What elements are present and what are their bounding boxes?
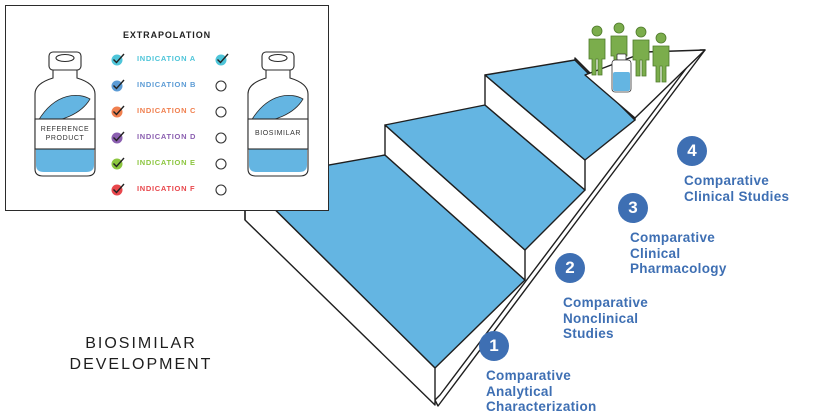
step-label-line: Comparative: [630, 230, 716, 245]
indication-label: INDICATION F: [137, 184, 196, 193]
step-label-line: Analytical: [486, 383, 553, 399]
step-number-badge: 1: [479, 331, 509, 361]
biosimilar-vial-icon: [247, 51, 309, 177]
indication-label: INDICATION B: [137, 80, 197, 89]
extrapolation-panel: EXTRAPOLATION: [5, 5, 329, 211]
step-label-line: Comparative: [684, 173, 770, 188]
indication-label: INDICATION D: [137, 132, 197, 141]
indication-empty-circle-icon: [214, 155, 230, 171]
person-icon: [632, 26, 650, 77]
indication-check-icon: [110, 129, 126, 145]
reference-label-line2: PRODUCT: [45, 135, 85, 142]
indication-empty-circle-icon: [214, 103, 230, 119]
reference-product-label: REFERENCE PRODUCT: [34, 125, 96, 143]
indication-check-icon: [110, 103, 126, 119]
indication-empty-circle-icon: [214, 181, 230, 197]
step-label-line: Comparative: [563, 295, 649, 310]
small-vial-icon: [611, 53, 632, 93]
step-label-line: Pharmacology: [630, 261, 727, 276]
indication-checked-icon: [214, 51, 230, 67]
indication-label: INDICATION C: [137, 106, 197, 115]
person-icon: [588, 25, 606, 76]
reference-vial-icon: [34, 51, 96, 177]
reference-label-line1: REFERENCE: [40, 126, 90, 133]
step-label-line: Clinical Studies: [684, 188, 790, 204]
indication-check-icon: [110, 77, 126, 93]
step-number-badge: 3: [618, 193, 648, 223]
person-icon: [652, 32, 670, 83]
panel-title: EXTRAPOLATION: [122, 30, 212, 40]
title-line2: DEVELOPMENT: [69, 356, 213, 373]
step-label-line: Clinical: [630, 245, 681, 261]
indication-empty-circle-icon: [214, 129, 230, 145]
indication-label: INDICATION A: [137, 54, 196, 63]
biosimilar-vial-label: BIOSIMILAR: [254, 130, 302, 137]
indication-empty-circle-icon: [214, 77, 230, 93]
indication-label: INDICATION E: [137, 158, 196, 167]
diagram-title: BIOSIMILAR DEVELOPMENT: [58, 333, 224, 375]
step-label-line: Comparative: [486, 368, 572, 383]
title-line1: BIOSIMILAR: [85, 335, 197, 352]
step-number-badge: 2: [555, 253, 585, 283]
indication-check-icon: [110, 51, 126, 67]
step-label-line: Characterization: [486, 399, 597, 414]
step-label-line: Studies: [563, 326, 614, 341]
step-number-badge: 4: [677, 136, 707, 166]
step-label-line: Nonclinical: [563, 310, 639, 326]
vials-graphic: [34, 51, 309, 177]
indication-check-icon: [110, 181, 126, 197]
indication-check-icon: [110, 155, 126, 171]
